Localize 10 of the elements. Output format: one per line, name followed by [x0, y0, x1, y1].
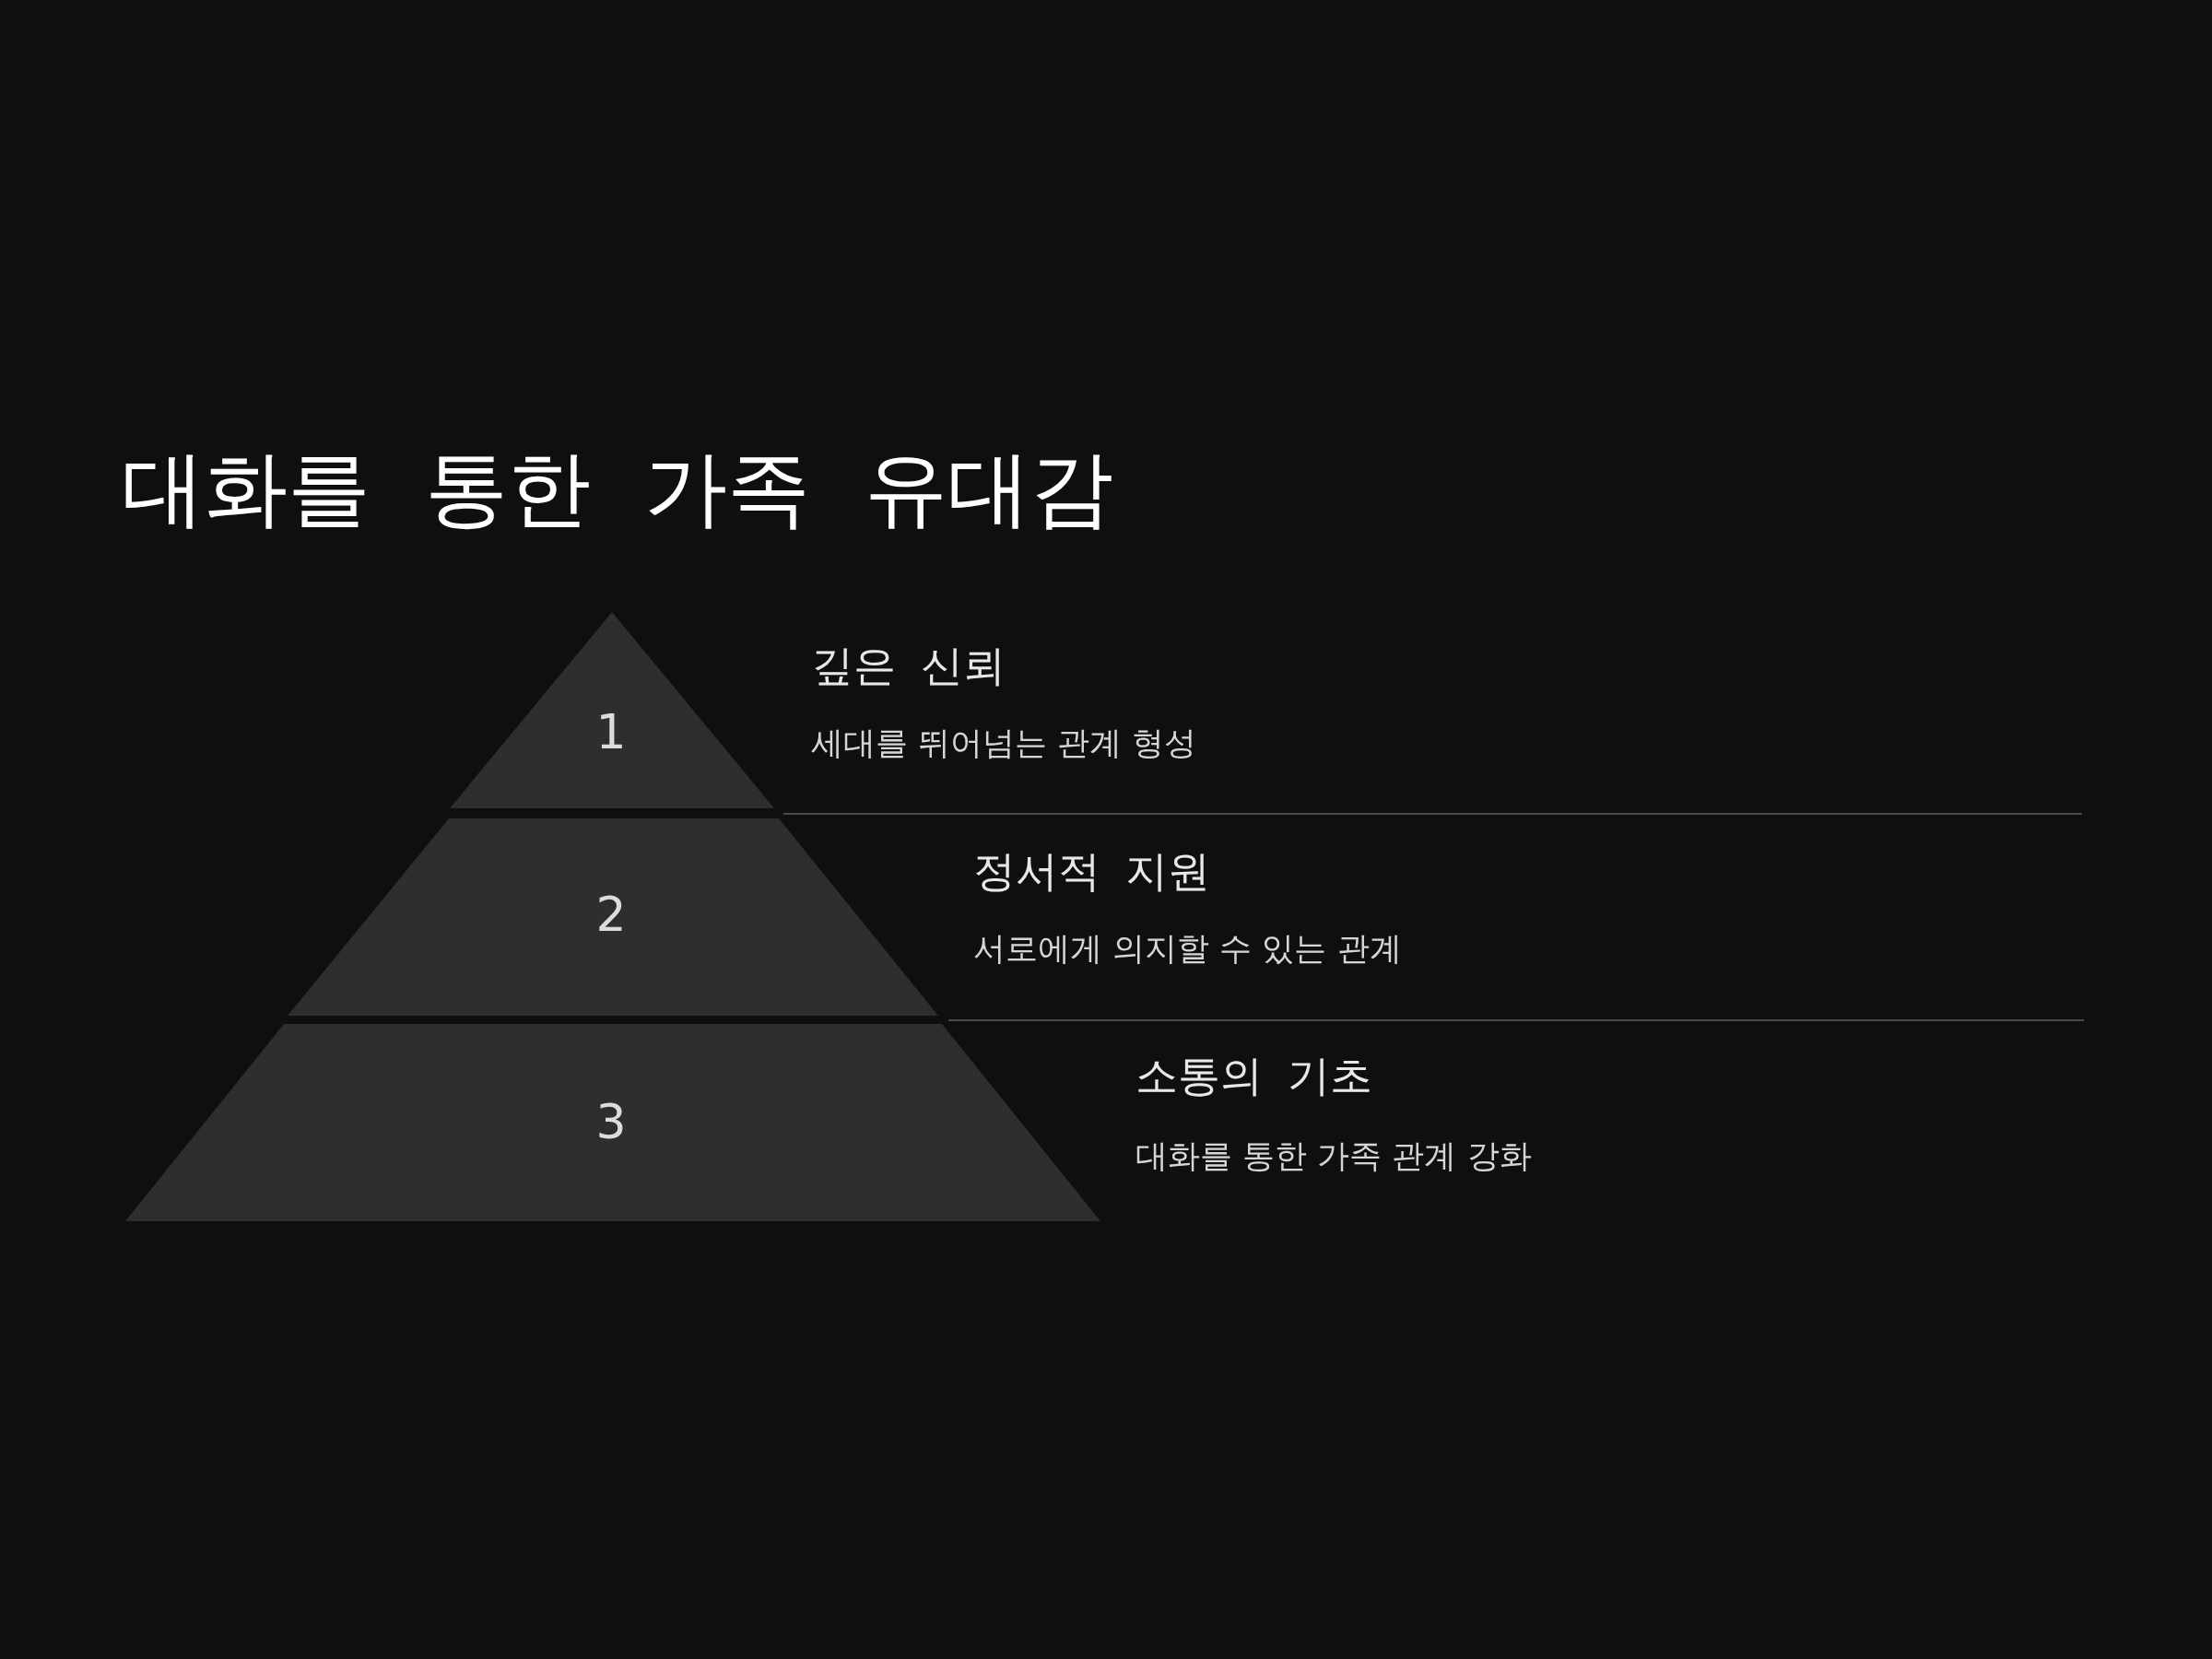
heading: 정서적 지원 [973, 846, 1210, 898]
heading: 깊은 신뢰 [811, 641, 1006, 692]
level-number: 1 [595, 708, 627, 756]
description: 서로에게 의지할 수 있는 관계 [973, 929, 1402, 968]
description: 세대를 뛰어넘는 관계 형성 [811, 724, 1197, 762]
level-number: 2 [595, 890, 627, 938]
heading: 소통의 기초 [1135, 1051, 1372, 1102]
description: 대화를 통한 가족 관계 강화 [1135, 1136, 1532, 1175]
title: 대화를 통한 가족 유대감 [122, 439, 1113, 538]
level-number: 3 [595, 1098, 627, 1146]
